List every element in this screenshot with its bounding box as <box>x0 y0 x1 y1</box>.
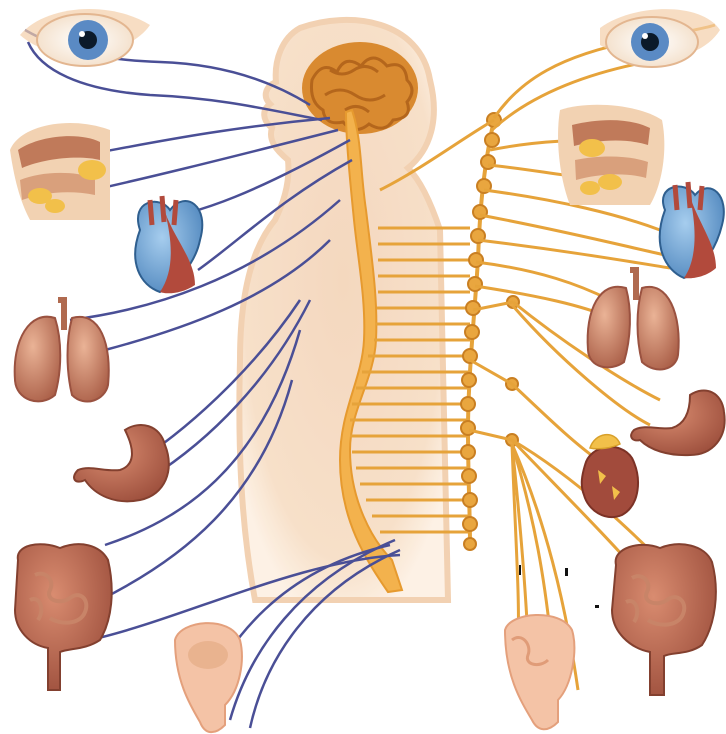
eye-icon <box>600 9 720 67</box>
heart-icon <box>135 196 202 293</box>
intestines-icon <box>612 544 716 695</box>
lungs-icon <box>588 270 679 369</box>
adrenal-kidney-icon <box>582 435 638 517</box>
intestines-icon <box>15 544 112 690</box>
salivary-gland-icon <box>10 123 110 220</box>
salivary-gland-icon <box>558 105 664 205</box>
heart-icon <box>660 182 724 278</box>
stomach-icon <box>74 425 169 501</box>
bladder-genitals-icon <box>505 615 574 729</box>
